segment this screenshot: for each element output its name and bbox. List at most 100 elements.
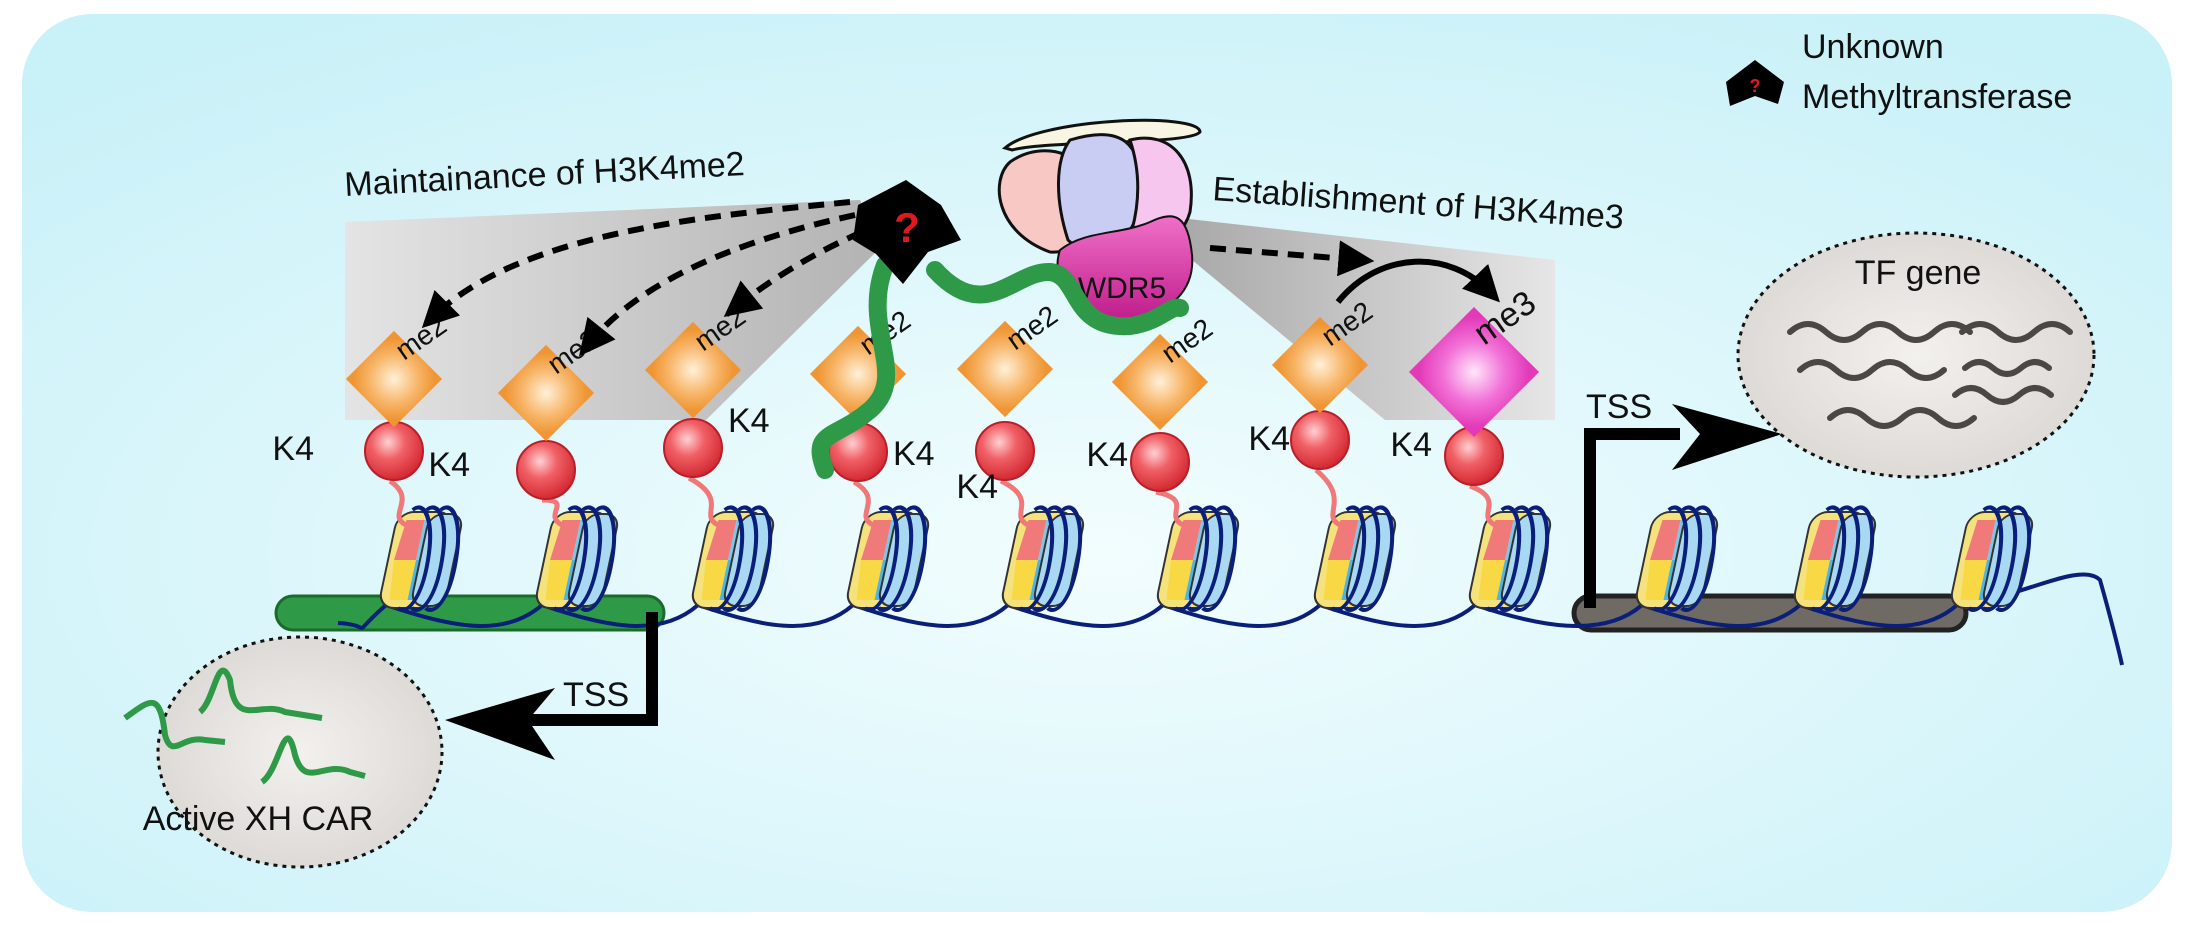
histone-tail xyxy=(852,479,875,528)
lysine-residue xyxy=(516,440,576,500)
me2-mark xyxy=(345,330,443,428)
nucleosome xyxy=(379,505,463,612)
tf-gene-transcripts xyxy=(1787,321,2073,429)
histone-h3-segment xyxy=(550,520,581,560)
me2-mark xyxy=(956,320,1054,418)
dna-wrap xyxy=(708,505,745,612)
histone-h2a-segment xyxy=(1803,560,1830,600)
histone-tail xyxy=(541,497,564,528)
tss-left-arrowhead xyxy=(445,688,555,760)
methyltransferase-chain-link xyxy=(926,261,1189,336)
histone-h3-segment xyxy=(394,520,425,560)
dna-wrap xyxy=(566,505,603,612)
dna-wrap xyxy=(1838,505,1875,612)
wdr5-complex: WDR5 xyxy=(997,118,1202,320)
dna-wrap xyxy=(410,505,447,612)
dna-wrap xyxy=(1173,505,1210,612)
dna-wrap xyxy=(1810,505,1847,612)
lysine-label: K4 xyxy=(272,430,314,468)
lysine-label: K4 xyxy=(956,468,998,506)
lysine-label: K4 xyxy=(728,402,770,440)
dna-wrap xyxy=(1666,505,1703,612)
star-shape xyxy=(853,180,961,284)
maintenance-arrows xyxy=(421,199,1375,357)
histone-tail xyxy=(388,478,408,528)
dna-wrap xyxy=(1995,505,2032,612)
maintenance-shadow xyxy=(345,200,880,420)
dna-wrap xyxy=(1499,505,1536,612)
lysine-label: K4 xyxy=(893,435,935,473)
histone-h2a-segment xyxy=(389,560,416,600)
nucleosome xyxy=(1793,505,1877,612)
dashed-arrow-me2-2 xyxy=(578,212,856,357)
dna-wrap xyxy=(424,505,461,612)
histone-h2a-segment xyxy=(1166,560,1193,600)
histone-h3-segment xyxy=(861,520,892,560)
nucleosome xyxy=(691,505,775,612)
dna-wrap xyxy=(1187,505,1224,612)
histone-h2a-segment xyxy=(1011,560,1038,600)
histone-h2a-segment xyxy=(701,560,728,600)
histone-h3-segment xyxy=(1016,520,1047,560)
histone-h3-segment xyxy=(1328,520,1359,560)
histone-h3-segment xyxy=(1171,520,1202,560)
nucleosome xyxy=(1156,505,1240,612)
dna-wrap xyxy=(722,505,759,612)
histone-h2a-segment xyxy=(1323,560,1350,600)
dashed-arrow-me2-3 xyxy=(723,229,864,317)
dna-wrap xyxy=(1201,505,1238,612)
dna-wrap xyxy=(863,505,900,612)
dna-wrap xyxy=(736,505,773,612)
dna-wrap xyxy=(1046,505,1083,612)
legend-line-2: Methyltransferase xyxy=(1802,78,2072,116)
histone-h2a-segment xyxy=(1645,560,1672,600)
tss-left: TSS xyxy=(445,612,658,760)
dna-wrap xyxy=(1344,505,1381,612)
legend-line-1: Unknown xyxy=(1802,28,1944,66)
histone-tail xyxy=(1155,489,1185,528)
histone-tail xyxy=(1469,483,1497,528)
dna-wrap xyxy=(1824,505,1861,612)
tss-left-label: TSS xyxy=(563,676,629,714)
me2-mark xyxy=(1111,333,1209,431)
active-car-panel: Active XH CAR xyxy=(123,635,444,869)
histone-h3-segment xyxy=(1808,520,1839,560)
dna-wrap xyxy=(877,505,914,612)
nucleosome xyxy=(1001,505,1085,612)
dna-wrap xyxy=(552,505,589,612)
methyltransferase-chain-tail xyxy=(811,256,896,479)
tss-right-bracket xyxy=(1584,428,1680,608)
lysine-residue xyxy=(364,421,424,481)
me2-mark xyxy=(1271,316,1369,414)
me2-mark xyxy=(644,321,742,419)
tf-gene-label: TF gene xyxy=(1855,254,1982,292)
me3-mark xyxy=(1408,306,1540,438)
active-car-peaks xyxy=(123,667,366,785)
dna-wrap xyxy=(580,505,617,612)
tss-right-label: TSS xyxy=(1586,388,1652,426)
tf-gene-ellipse xyxy=(1736,231,2096,479)
histone-tail xyxy=(1314,468,1342,528)
tss-left-bracket xyxy=(528,612,658,726)
histone-tail xyxy=(999,478,1030,528)
dna-wrap xyxy=(891,505,928,612)
dna-wrap xyxy=(1981,505,2018,612)
dna-wrap xyxy=(1485,505,1522,612)
lysine-label: K4 xyxy=(1390,426,1432,464)
question-star-icon xyxy=(1726,60,1784,106)
tss-right-arrowhead xyxy=(1672,404,1782,470)
nucleosome xyxy=(1313,505,1397,612)
dna-wrap xyxy=(1513,505,1550,612)
legend-question-mark: ? xyxy=(1750,76,1761,96)
lysine-residue xyxy=(1290,410,1350,470)
dashed-arrow-me2-1 xyxy=(421,199,851,329)
histone-h3-segment xyxy=(1483,520,1514,560)
active-car-ellipse xyxy=(156,635,444,869)
tf-gene-panel: TF gene xyxy=(1736,231,2096,479)
dna-wrap xyxy=(1680,505,1717,612)
dna-wrap xyxy=(1967,505,2004,612)
lysine-label: K4 xyxy=(1086,436,1128,474)
